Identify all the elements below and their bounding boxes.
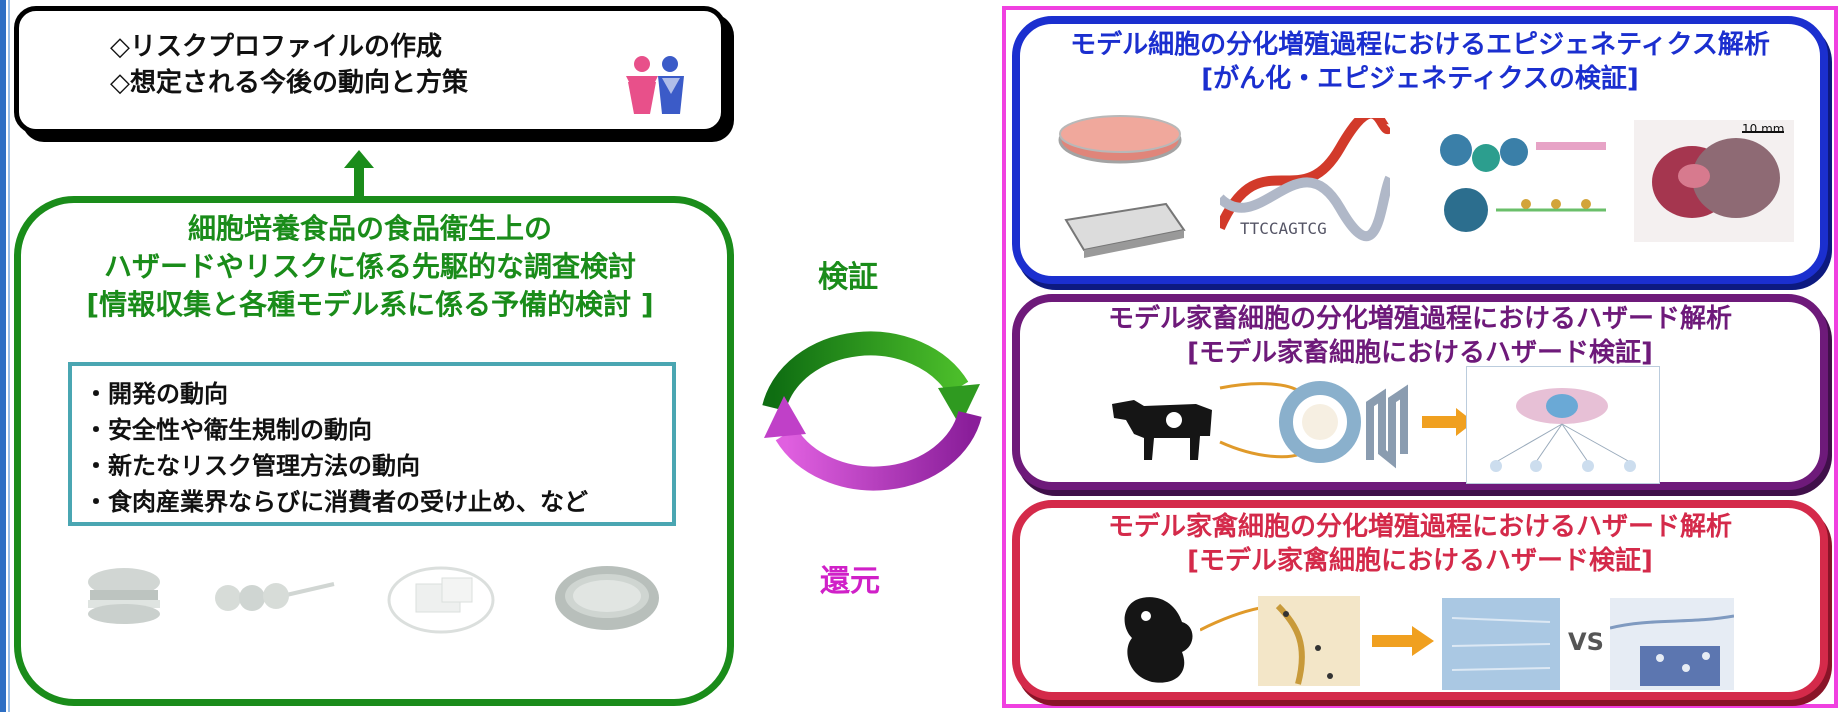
epigenetics-title-line1: モデル細胞の分化増殖過程におけるエピジェネティクス解析 — [1070, 30, 1770, 60]
vs-label: VS — [1568, 628, 1604, 656]
research-title-line3: [情報収集と各種モデル系に係る予備的検討 ] — [86, 288, 654, 321]
tissue-histology-image — [1610, 598, 1734, 690]
pointer-lines — [1200, 606, 1260, 632]
tumor-tissue-image — [1634, 120, 1794, 242]
research-title-line2: ハザードやリスクに係る先駆的な調査検討 — [103, 250, 636, 283]
research-items-box — [68, 362, 676, 526]
risk-profile-line2: ◇想定される今後の動向と方策 — [110, 68, 468, 98]
svg-text:TTCCAGTCG: TTCCAGTCG — [1240, 219, 1327, 238]
embryo-section-image — [1258, 596, 1360, 686]
dna-helix-image: TTCCAGTCG — [1220, 118, 1390, 242]
hazard-network-image — [1466, 366, 1660, 484]
list-item: ・安全性や衛生規制の動向 — [84, 416, 372, 444]
burger-icon — [88, 568, 160, 624]
livestock-title-line2: [モデル家畜細胞におけるハザード検証] — [1187, 338, 1653, 368]
research-title-line1: 細胞培養食品の食品衛生上の — [187, 212, 552, 245]
scale-bar-label: 10 mm — [1742, 122, 1785, 136]
left-edge-line — [8, 0, 10, 712]
list-item: ・新たなリスク管理方法の動向 — [84, 452, 420, 480]
list-item: ・開発の動向 — [84, 380, 228, 408]
model-studies-frame — [1002, 6, 1838, 708]
poultry-title-line2: [モデル家禽細胞におけるハザード検証] — [1187, 546, 1653, 576]
risk-profile-line1: ◇リスクプロファイルの作成 — [110, 32, 442, 62]
list-item: ・食肉産業界ならびに消費者の受け止め、など — [84, 488, 588, 516]
petri-dish-and-plate-image — [1058, 115, 1186, 258]
livestock-title-line1: モデル家畜細胞の分化増殖過程におけるハザード解析 — [1107, 304, 1732, 334]
dish-icon — [555, 566, 659, 630]
livestock-cell-process-image — [1219, 381, 1474, 469]
verification-label: 検証 — [818, 260, 878, 295]
cow-icon — [1112, 400, 1212, 460]
up-arrow — [344, 150, 374, 200]
plate-icon — [387, 566, 495, 634]
feedback-label: 還元 — [820, 564, 880, 599]
orange-arrow-icon — [1372, 626, 1434, 656]
chromatin-diagram-image — [1440, 134, 1606, 232]
epigenetics-title-line2: [がん化・エピジェネティクスの検証] — [1201, 64, 1639, 94]
tissue-culture-image — [1442, 598, 1560, 690]
risk-profile-box — [14, 6, 726, 134]
people-icon — [626, 56, 684, 114]
chick-embryo-icon — [1124, 597, 1193, 683]
poultry-title-line1: モデル家禽細胞の分化増殖過程におけるハザード解析 — [1107, 512, 1732, 542]
left-edge-bar — [0, 0, 6, 712]
skewer-icon — [215, 582, 335, 611]
cycle-arrows — [762, 331, 982, 491]
